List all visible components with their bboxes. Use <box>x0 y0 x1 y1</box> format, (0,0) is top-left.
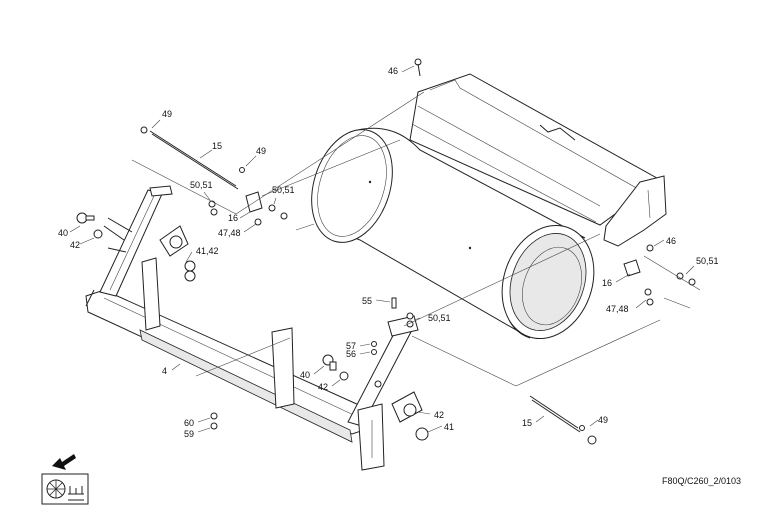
callout-50-51-right: 50,51 <box>696 256 719 266</box>
callout-59: 59 <box>184 429 194 439</box>
frame-assembly <box>85 185 419 471</box>
leader-lines <box>69 65 701 433</box>
callout-42-right: 42 <box>434 410 444 420</box>
callout-41-42: 41,42 <box>196 246 219 256</box>
callout-40-center: 40 <box>300 370 310 380</box>
callout-57: 57 <box>346 341 356 351</box>
arrow-down-left-icon <box>52 454 76 470</box>
hardware <box>76 58 696 445</box>
callout-55: 55 <box>362 296 372 306</box>
callout-15-bottom: 15 <box>522 418 532 428</box>
callout-4: 4 <box>162 366 167 376</box>
callout-46-right: 46 <box>666 236 676 246</box>
callout-15-top: 15 <box>212 141 222 151</box>
callout-49-bottom: 49 <box>598 415 608 425</box>
callout-56: 56 <box>346 349 356 359</box>
machine-symbol-icon <box>41 473 89 505</box>
callout-50-51-left: 50,51 <box>190 180 213 190</box>
callout-42-left: 42 <box>70 240 80 250</box>
callout-47-48-left: 47,48 <box>218 228 241 238</box>
callout-16-right: 16 <box>602 278 612 288</box>
callout-42-center: 42 <box>318 382 328 392</box>
callout-labels: 46 49 15 49 50,51 50,51 16 47,48 40 42 4… <box>58 66 719 439</box>
callout-46-top: 46 <box>388 66 398 76</box>
callout-50-51-center: 50,51 <box>428 313 451 323</box>
drawing-code: F80Q/C260_2/0103 <box>662 476 741 486</box>
callout-41: 41 <box>444 422 454 432</box>
callout-49-top: 49 <box>162 109 172 119</box>
callout-60: 60 <box>184 418 194 428</box>
callout-16-left: 16 <box>228 213 238 223</box>
callout-47-48-right: 47,48 <box>606 304 629 314</box>
callout-40-left: 40 <box>58 228 68 238</box>
callout-49-mid: 49 <box>256 146 266 156</box>
callout-50-51-mid: 50,51 <box>272 185 295 195</box>
